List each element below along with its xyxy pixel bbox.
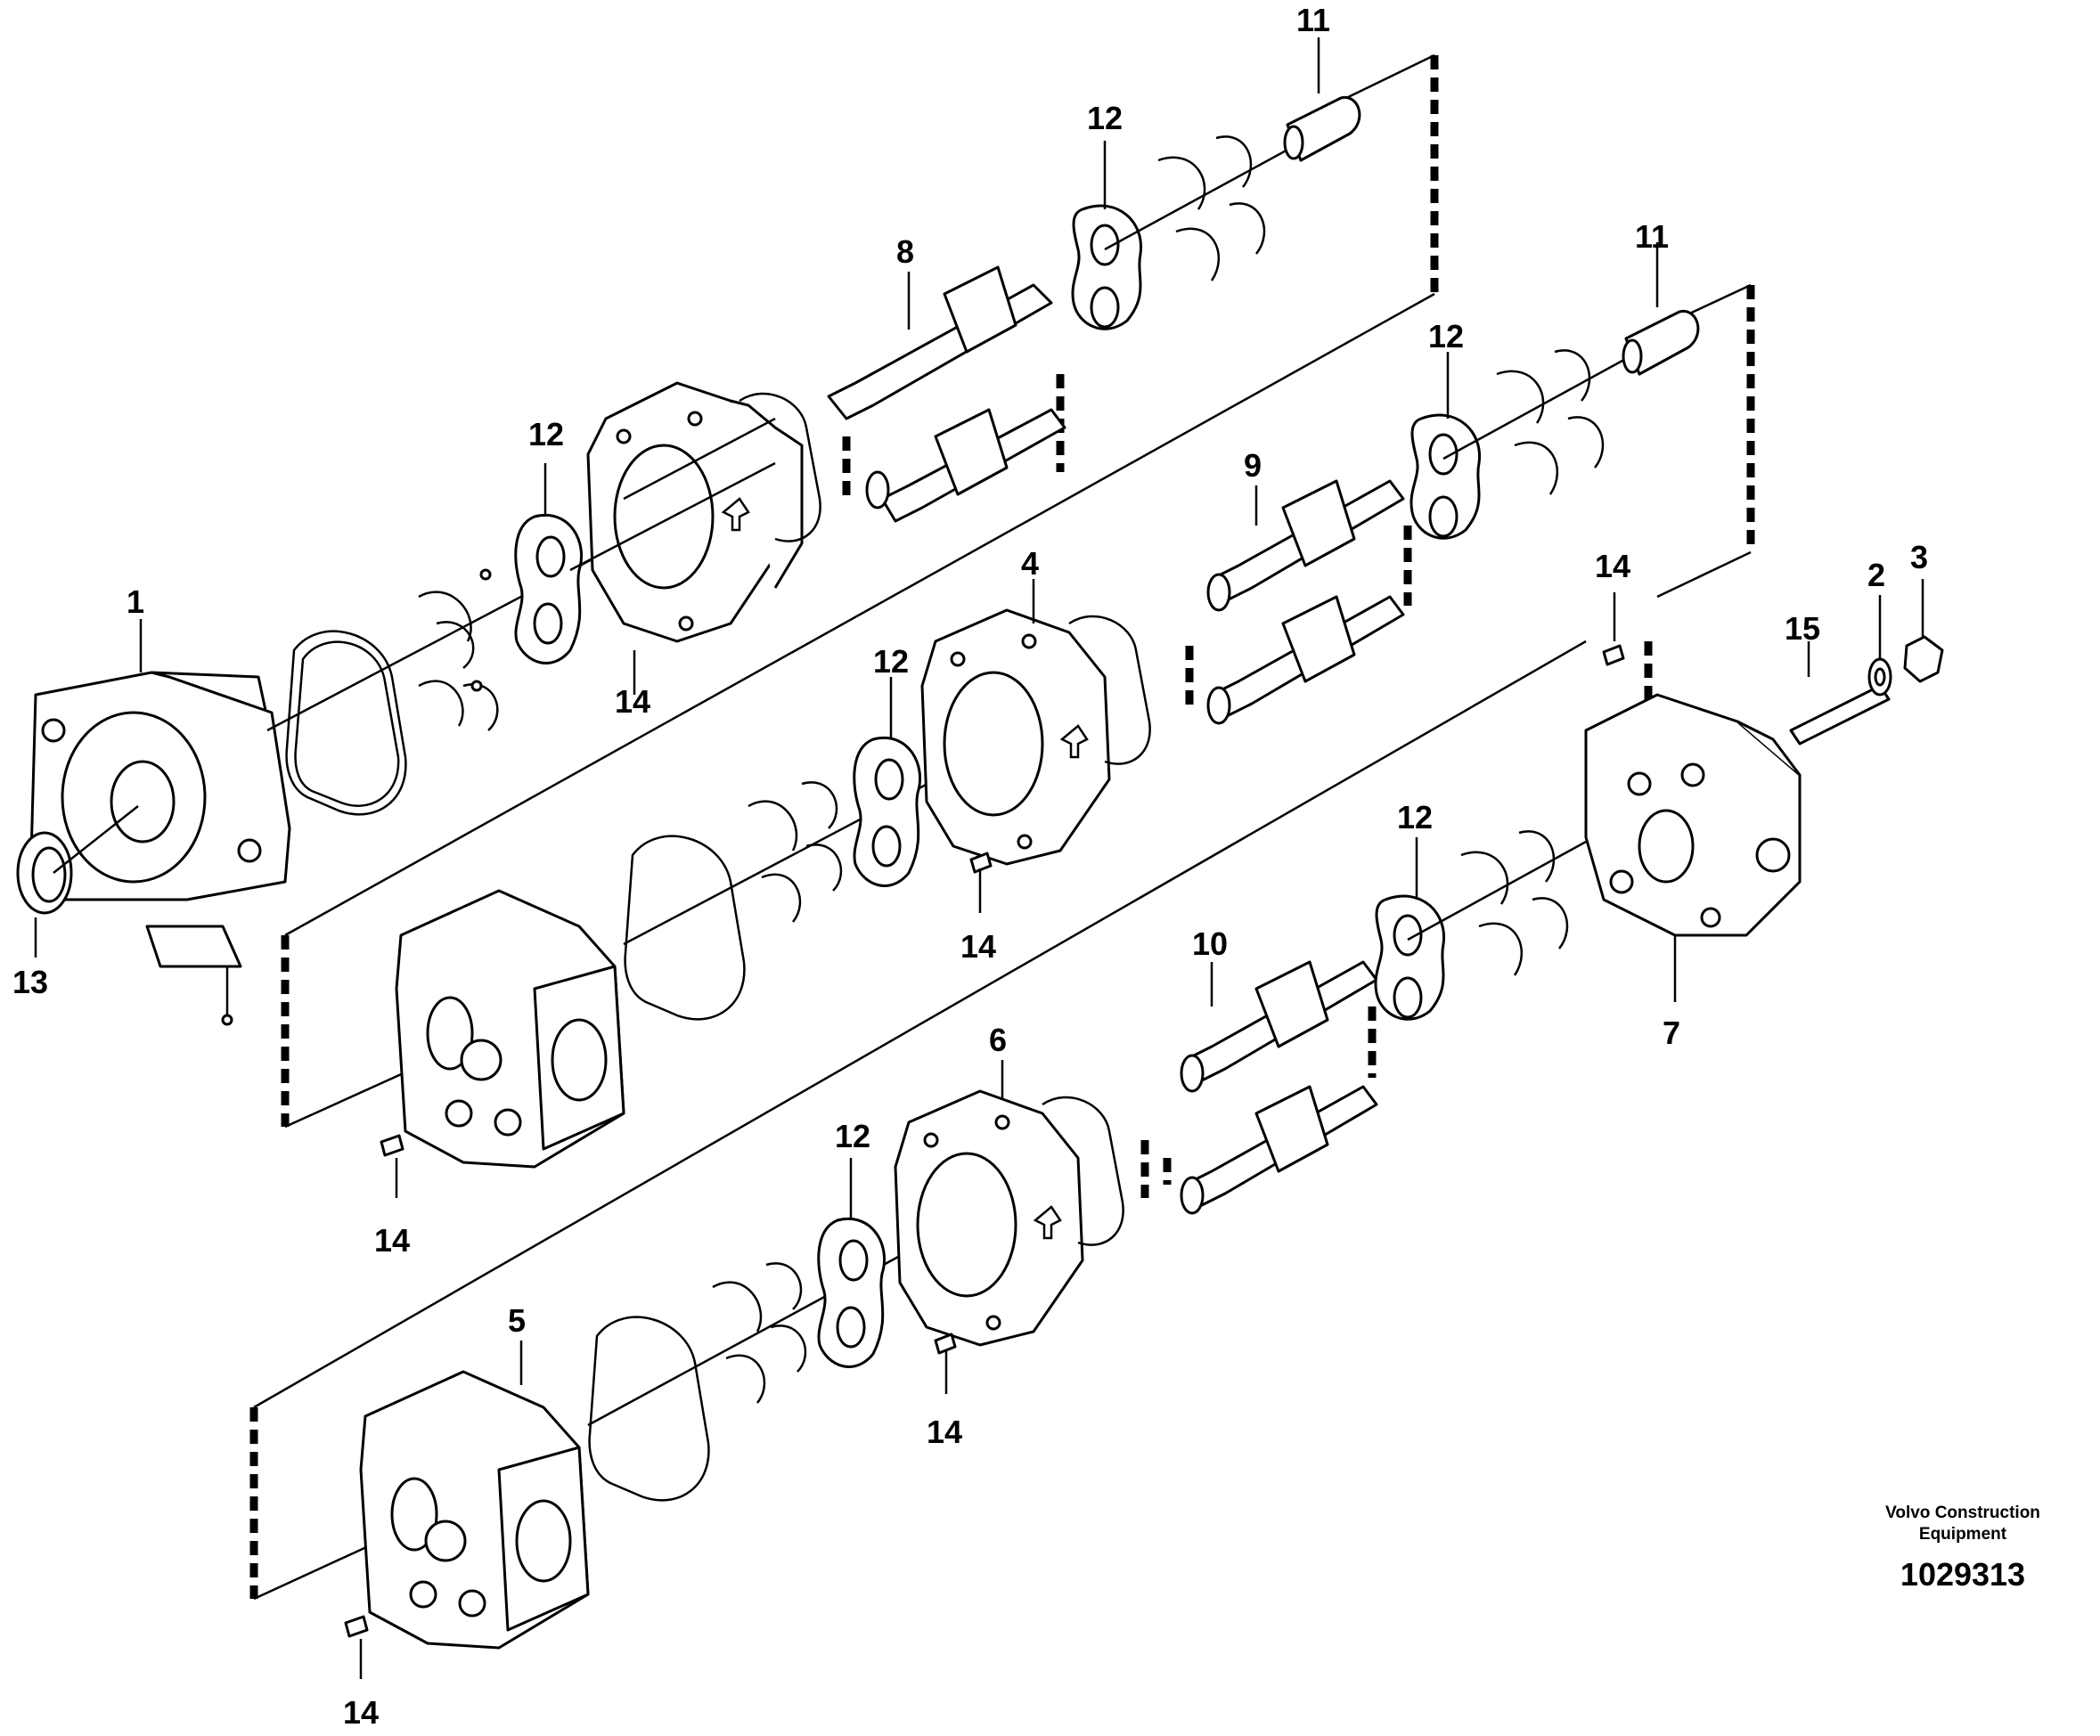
front-flange-part-1: [29, 671, 291, 1026]
bushing: [1286, 96, 1361, 162]
callout-14-lower: 14: [927, 1414, 962, 1450]
callout-12-upper-right: 12: [1428, 318, 1464, 355]
callout-15: 15: [1785, 610, 1820, 647]
credit-line-2: Equipment: [1918, 1525, 2007, 1544]
callout-5: 5: [508, 1302, 526, 1339]
upper-section: [266, 96, 1361, 816]
callout-12-lower-right: 12: [1397, 799, 1433, 835]
credit-block: Volvo Construction Equipment 1029313: [1847, 1503, 2079, 1593]
shaft-seal-part-13: [16, 805, 139, 915]
figure-reference-number: 1029313: [1900, 1556, 2026, 1593]
callout-14-left: 14: [374, 1222, 410, 1259]
callout-12-middle: 12: [873, 643, 909, 680]
callout-6: 6: [989, 1022, 1007, 1058]
drive-gear-shaft: [827, 283, 1053, 420]
callout-numbers: 1 2 3 4 5 6 7 8 9 10 11 11 12 12 12 12 1…: [12, 2, 1928, 1731]
credit-line-1: Volvo Construction: [1885, 1504, 2040, 1522]
callout-14-middle: 14: [960, 928, 996, 965]
callout-13: 13: [12, 964, 48, 1000]
callout-2: 2: [1867, 557, 1885, 593]
o-ring: [285, 630, 407, 816]
callout-3: 3: [1910, 539, 1928, 575]
callout-1: 1: [127, 583, 144, 620]
stud: [1789, 684, 1891, 746]
callout-12-lower: 12: [835, 1118, 870, 1154]
callout-4: 4: [1021, 545, 1039, 582]
callout-8: 8: [896, 233, 914, 270]
callout-7: 7: [1663, 1015, 1680, 1051]
callout-12-top: 12: [1087, 100, 1123, 136]
callout-11-lower: 11: [1635, 218, 1669, 255]
callout-14-right: 14: [1595, 548, 1630, 584]
callout-9: 9: [1244, 447, 1262, 484]
callout-12-upper-left: 12: [528, 416, 564, 452]
rear-cover-part-7: [1584, 592, 1944, 1002]
callout-11-upper: 11: [1296, 2, 1330, 38]
lower-section: [344, 830, 1587, 1679]
callout-14-upper: 14: [615, 683, 650, 720]
callout-10: 10: [1192, 925, 1228, 962]
callout-14-bottom: 14: [343, 1694, 379, 1731]
middle-section: [380, 310, 1700, 1198]
callout-leaders: [34, 37, 1924, 1394]
